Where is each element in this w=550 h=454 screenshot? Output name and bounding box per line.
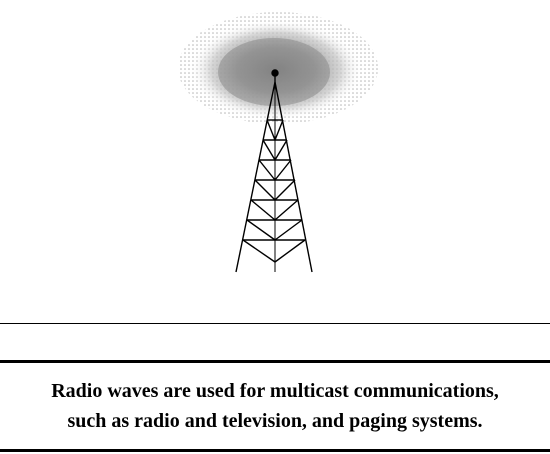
caption-box: Radio waves are used for multicast commu… <box>0 360 550 452</box>
caption-line-1: Radio waves are used for multicast commu… <box>51 380 499 402</box>
caption: Radio waves are used for multicast commu… <box>5 376 545 436</box>
caption-line-2: such as radio and television, and paging… <box>67 410 483 432</box>
radio-tower-illustration <box>178 12 378 273</box>
radio-waves-icon <box>178 12 378 124</box>
divider-line <box>0 323 550 324</box>
tower-icon <box>235 69 313 273</box>
